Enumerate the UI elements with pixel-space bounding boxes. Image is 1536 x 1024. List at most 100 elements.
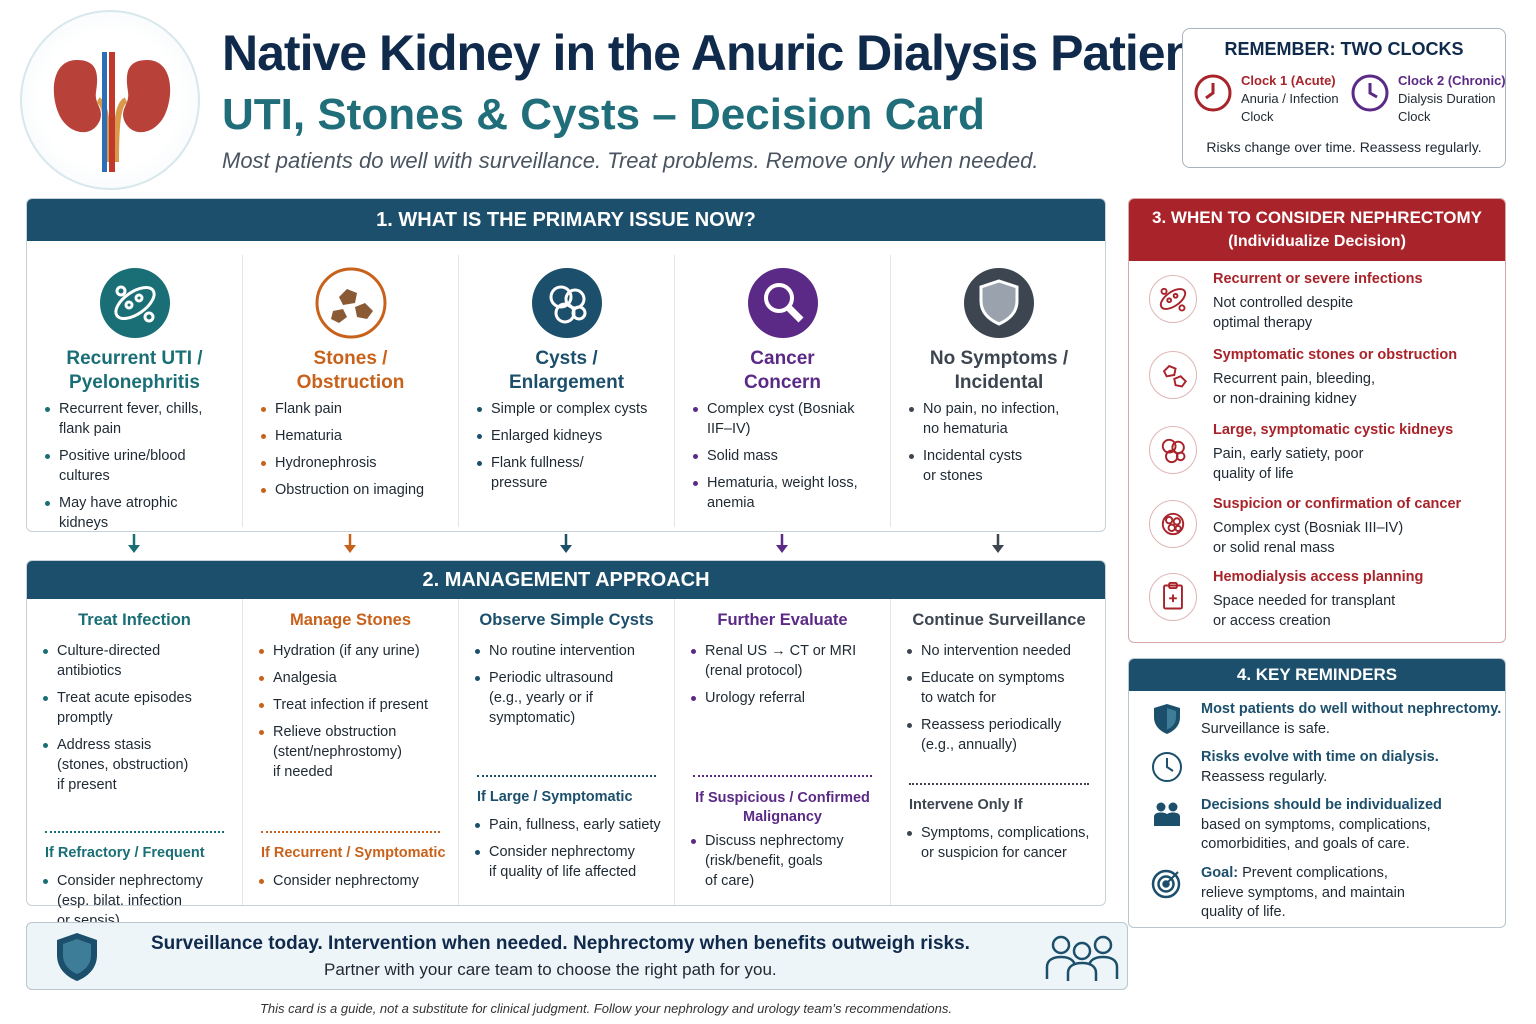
criterion-icon-frame [1149,426,1197,474]
list-item: Flank fullness/pressure [477,453,668,493]
reminder-icon-frame [1149,865,1185,901]
management-title: Further Evaluate [717,611,848,629]
clocks-note: Risks change over time. Reassess regular… [1206,139,1482,155]
list-item: Solid mass [693,446,884,466]
clock-icon [1152,752,1182,782]
list-item: Simple or complex cysts [477,399,668,419]
target-icon [1151,869,1181,899]
kidney-logo [20,10,200,190]
management-title: Continue Surveillance [912,611,1086,629]
clock-icon [1194,74,1232,112]
stones-icon [315,267,386,339]
stones-icon [1162,364,1188,388]
clock-icon [1351,74,1389,112]
banner-subline: Partner with your care team to choose th… [324,960,777,979]
bacteria-icon [99,268,170,338]
primary-issue-panel: 1. WHAT IS THE PRIMARY ISSUE NOW? Recurr… [26,198,1106,532]
clipboard-icon [1163,581,1183,610]
reminder-item: Risks evolve with time on dialysis.Reass… [1149,749,1499,809]
clock-2: Clock 2 (Chronic) Dialysis Duration Cloc… [1350,73,1510,153]
reminder-title: Goal: Prevent complications, [1201,865,1388,881]
list-item: Obstruction on imaging [261,480,452,500]
list-item: Symptoms, complications,or suspicion for… [907,823,1101,863]
category-title: Cysts /Enlargement [508,348,625,393]
criterion-icon-frame [1149,573,1197,621]
clock-1: Clock 1 (Acute) Anuria / Infection Clock [1193,73,1353,153]
key-reminders-panel: 4. KEY REMINDERS Most patients do well w… [1128,658,1506,928]
list-item: Pain, fullness, early satiety [475,815,668,835]
list-item: Treat infection if present [259,695,452,715]
management-column: Continue Surveillance No intervention nee… [891,599,1107,905]
reminder-title: Risks evolve with time on dialysis. [1201,749,1439,765]
management-title: Treat Infection [78,611,191,629]
conditional-heading: If Large / Symptomatic [477,789,633,805]
section2-heading: 2. MANAGEMENT APPROACH [27,561,1105,599]
shield-icon [1154,704,1180,734]
conditional-heading: Intervene Only If [909,797,1023,813]
reminder-title: Most patients do well without nephrectom… [1201,701,1502,717]
dotted-divider [261,831,440,833]
list-item: Enlarged kidneys [477,426,668,446]
bacteria-icon [1159,287,1187,312]
reminder-icon-frame [1149,797,1185,833]
shield-icon [57,933,97,981]
list-item: No intervention needed [907,641,1101,661]
dotted-divider [45,831,224,833]
bottom-banner: Surveillance today. Intervention when ne… [26,922,1128,990]
category-icon [99,267,171,339]
down-arrow-icon [560,534,572,553]
page-title: Native Kidney in the Anuric Dialysis Pat… [222,25,1211,81]
disclaimer: This card is a guide, not a substitute f… [259,1001,952,1016]
list-item: Renal US → CT or MRI(renal protocol) [691,641,884,681]
dotted-divider [477,775,656,777]
list-item: Hematuria [261,426,452,446]
section1-heading: 1. WHAT IS THE PRIMARY ISSUE NOW? [27,199,1105,241]
category-icon [531,267,603,339]
reminder-icon-frame [1149,749,1185,785]
two-clocks-heading: REMEMBER: TWO CLOCKS [1224,39,1464,59]
action-list: Renal US → CT or MRI(renal protocol)Urol… [691,641,884,715]
conditional-heading: If Refractory / Frequent [45,845,205,861]
section3-subheading: (Individualize Decision) [1228,233,1406,250]
shield-icon [964,268,1034,338]
management-title: Observe Simple Cysts [479,611,654,629]
category-icon [963,267,1035,339]
list-item: Consider nephrectomy [259,871,452,891]
category-title: Recurrent UTI /Pyelonephritis [66,348,203,393]
criterion-icon-frame [1149,351,1197,399]
criterion-detail: Recurrent pain, bleeding,or non-draining… [1213,371,1376,407]
down-arrow-icon [128,534,140,553]
reminder-item: Most patients do well without nephrectom… [1149,701,1502,761]
criterion-title: Large, symptomatic cystic kidneys [1213,422,1454,438]
kidneys-icon [53,52,171,172]
criterion-icon-frame [1149,275,1197,323]
cysts-icon [531,268,602,338]
list-item: Hematuria, weight loss,anemia [693,473,884,513]
